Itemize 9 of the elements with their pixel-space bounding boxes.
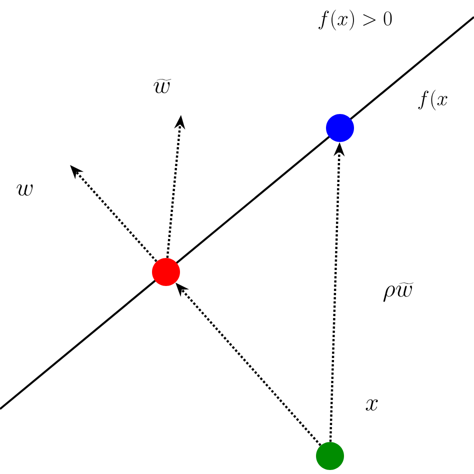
point xyxy=(316,442,344,470)
region-label: $f(x$ xyxy=(418,90,448,110)
point-label: $x$ xyxy=(366,399,378,411)
vector-label: $w$ xyxy=(16,184,33,196)
vector-label: $\rho\widetilde{w}$ xyxy=(383,282,414,302)
point xyxy=(326,114,354,142)
vector-label: $\widetilde{w}$ xyxy=(154,79,172,94)
region-label: $f(x) > 0$ xyxy=(318,10,392,30)
point xyxy=(152,258,180,286)
